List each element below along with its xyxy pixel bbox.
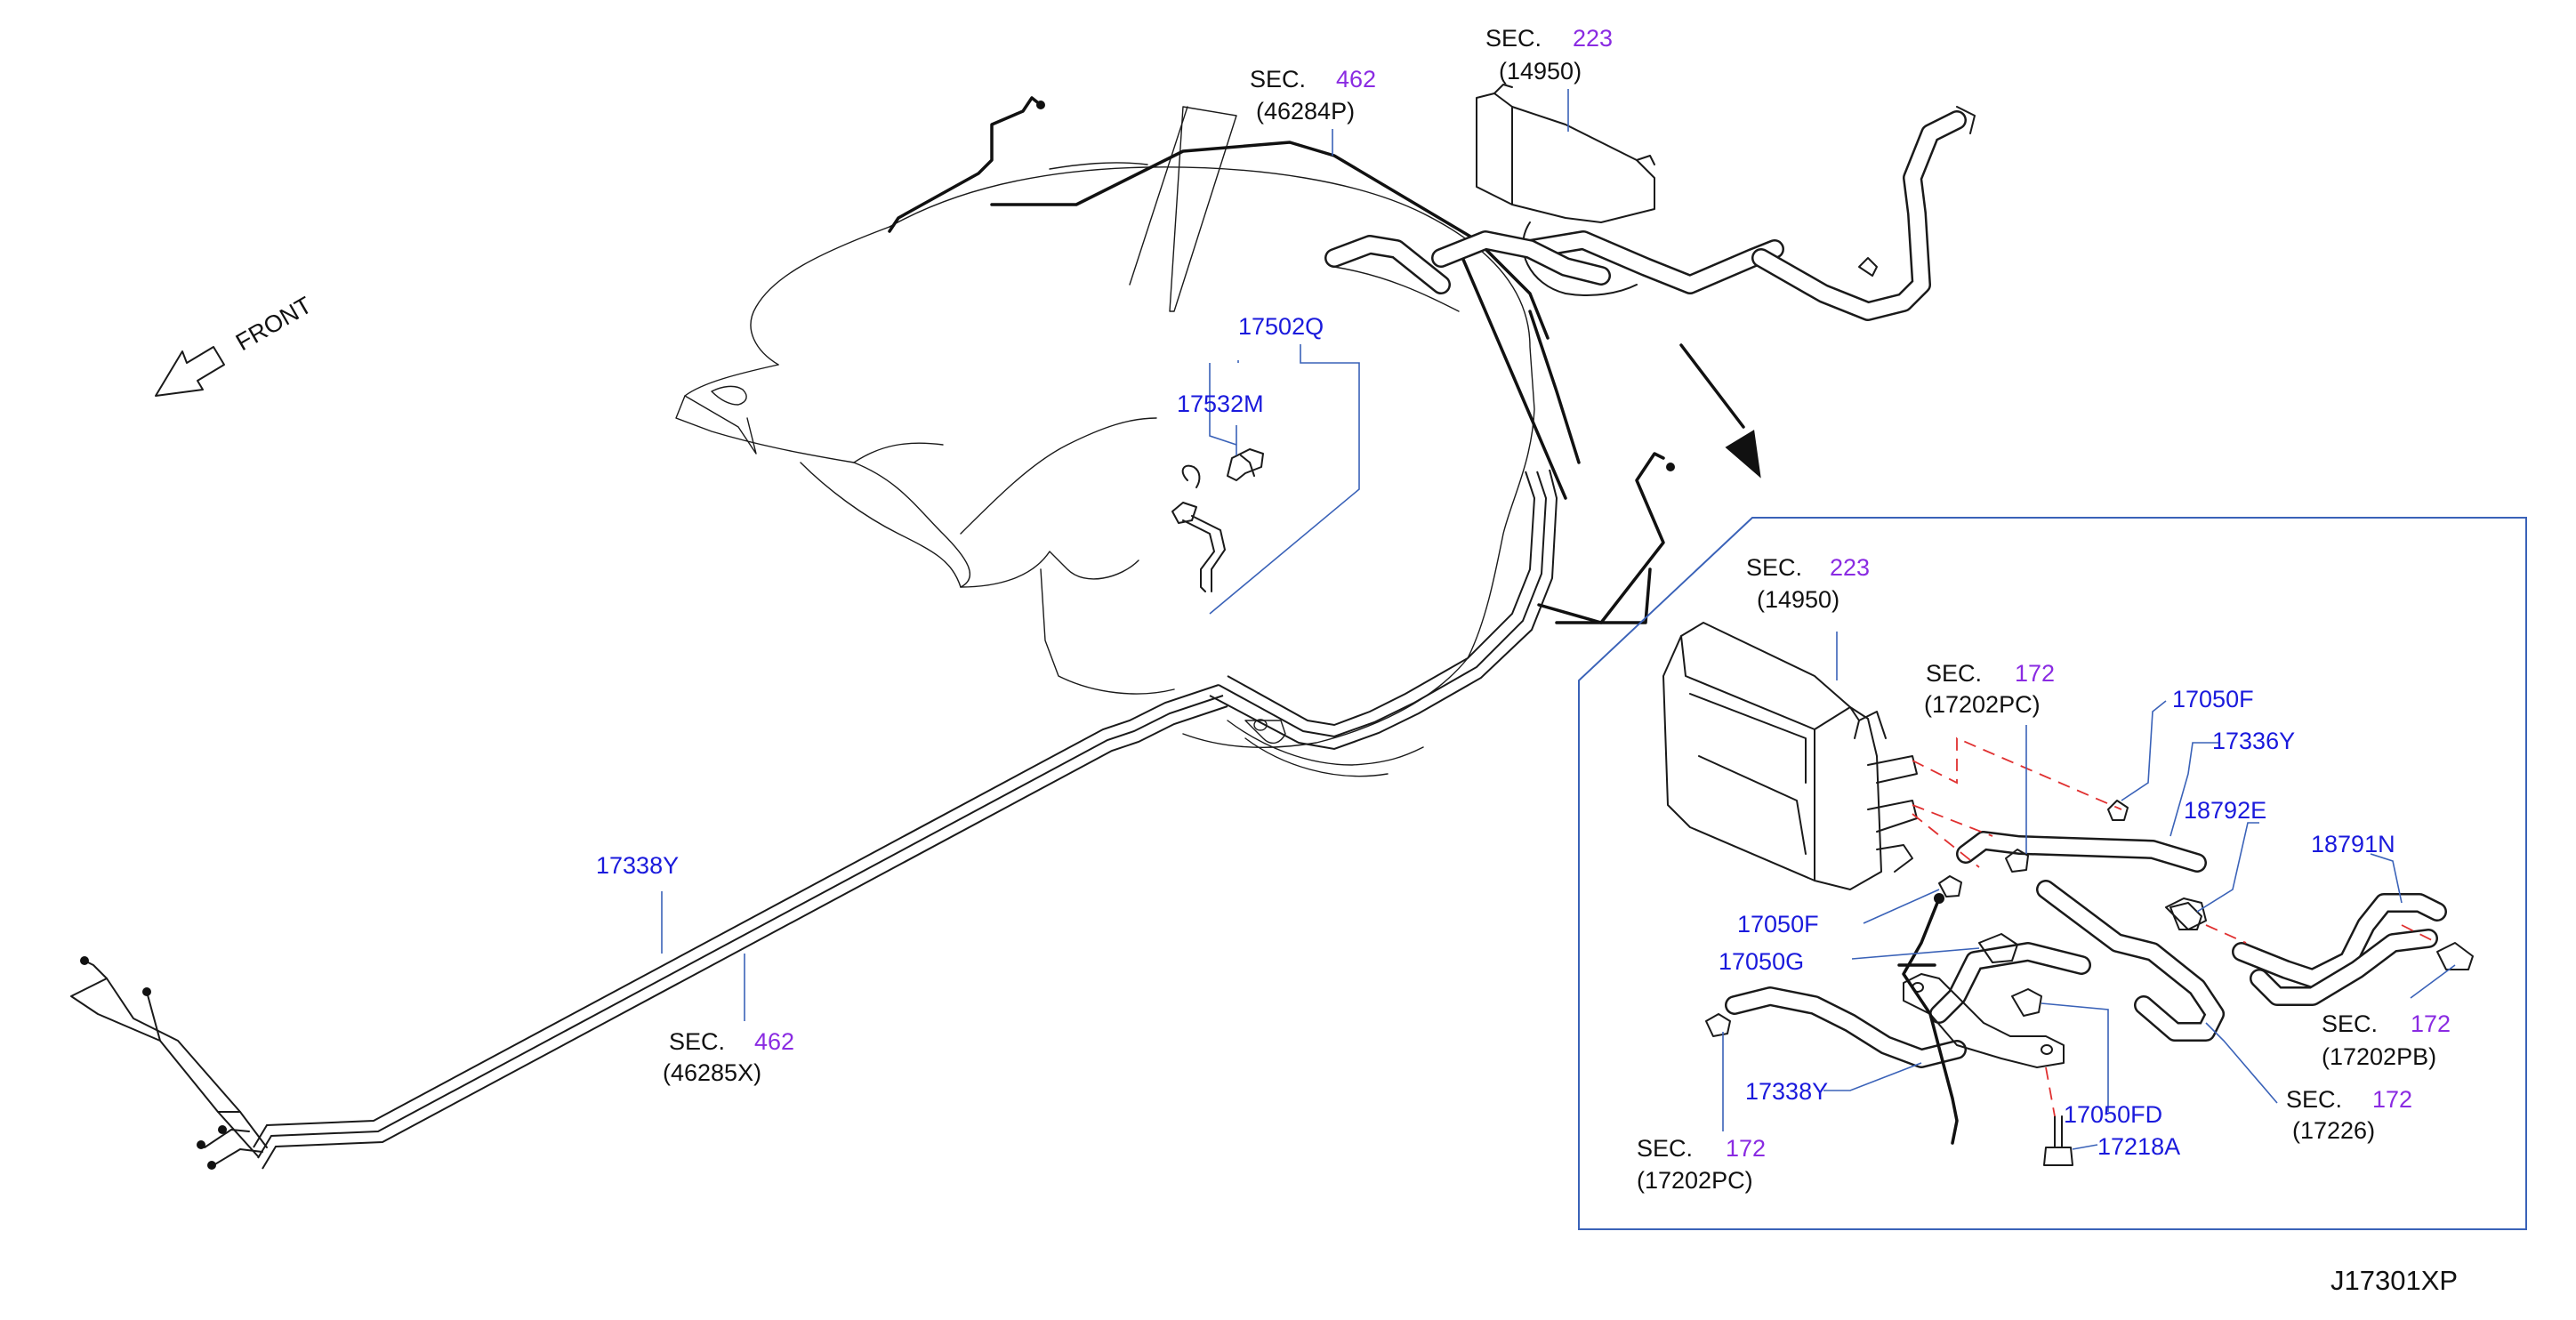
part-code: (17202PC) (1924, 691, 2041, 718)
part-number-17050fd[interactable]: 17050FD (2064, 1101, 2162, 1128)
part-number-17050f[interactable]: 17050F (1737, 911, 1819, 938)
part-number-17532m[interactable]: 17532M (1177, 390, 1264, 417)
detail-label-sec172-pb: SEC. 172 (17202PB) (2322, 1010, 2451, 1070)
connector-18792e (2165, 897, 2207, 930)
part-number-18791n[interactable]: 18791N (2311, 831, 2395, 857)
evap-canister-top (1324, 84, 1976, 321)
clip-17050g (1978, 933, 2018, 963)
engine-body-outline (675, 106, 1535, 777)
part-number-17338y[interactable]: 17338Y (1745, 1078, 1828, 1105)
section-link-462[interactable]: 462 (754, 1028, 794, 1055)
sec-prefix: SEC. (1485, 25, 1542, 52)
connection-lines (1912, 736, 2438, 1117)
part-code: (14950) (1757, 586, 1839, 613)
connector-17502q (1171, 464, 1226, 592)
section-link-172[interactable]: 172 (1726, 1135, 1766, 1162)
part-number-17050f[interactable]: 17050F (2172, 686, 2254, 712)
clamp-17202pb (2436, 942, 2474, 970)
detail-evap-canister (1662, 622, 1918, 890)
section-link-172[interactable]: 172 (2015, 660, 2055, 687)
sec-prefix: SEC. (1250, 66, 1306, 93)
detail-bracket (1897, 893, 2065, 1145)
section-link-462[interactable]: 462 (1336, 66, 1376, 93)
section-link-172[interactable]: 172 (2411, 1010, 2451, 1037)
sec-prefix: SEC. (1746, 554, 1802, 581)
sec-prefix: SEC. (2322, 1010, 2378, 1037)
detail-hoses (1725, 831, 2447, 1068)
leader-lines (661, 89, 2456, 1150)
diagram-code: J17301XP (2330, 1265, 2458, 1296)
label-sec223-top: SEC. 223 (14950) (1485, 25, 1613, 85)
label-sec462-top: SEC. 462 (46284P) (1250, 66, 1376, 125)
clamp-17202pc-bottom (1705, 1013, 1731, 1037)
detail-pointer-arrow (1679, 343, 1761, 479)
part-code: (17202PC) (1637, 1167, 1753, 1194)
sec-prefix: SEC. (1637, 1135, 1693, 1162)
label-sec462-bottom: SEC. 462 (46285X) (663, 1028, 794, 1086)
front-label: FRONT (231, 292, 317, 356)
part-number-18792e[interactable]: 18792E (2184, 797, 2266, 824)
front-direction-arrow: FRONT (155, 292, 317, 397)
section-link-223[interactable]: 223 (1830, 554, 1870, 581)
clip-17532m (1227, 448, 1264, 481)
part-number-17336y[interactable]: 17336Y (2212, 728, 2295, 754)
part-number-17050g[interactable]: 17050G (1719, 948, 1804, 975)
detail-box-frame (1578, 517, 2527, 1230)
part-number-17502q[interactable]: 17502Q (1238, 313, 1324, 340)
section-link-223[interactable]: 223 (1573, 25, 1613, 52)
main-fuel-pipes (70, 469, 1558, 1170)
detail-label-sec172-17226: SEC. 172 (17226) (2286, 1086, 2412, 1144)
part-code: (17226) (2292, 1117, 2375, 1144)
sec-prefix: SEC. (669, 1028, 725, 1055)
clamp-17050f-hose (2005, 849, 2029, 873)
part-code: (46285X) (663, 1059, 761, 1086)
vent-line-upper (888, 96, 1675, 624)
clamp-17050f-top (2107, 800, 2129, 821)
section-link-172[interactable]: 172 (2372, 1086, 2412, 1113)
part-number-17338y[interactable]: 17338Y (596, 852, 679, 879)
clamp-17050f-mid (1938, 875, 1962, 897)
detail-label-sec172-pc-top: SEC. 172 (17202PC) (1924, 660, 2055, 718)
detail-label-sec223: SEC. 223 (14950) (1746, 554, 1870, 613)
sec-prefix: SEC. (2286, 1086, 2342, 1113)
bolt-17218a (2043, 1115, 2073, 1166)
part-code: (14950) (1499, 58, 1582, 85)
part-code: (46284P) (1256, 98, 1355, 125)
part-number-17218a[interactable]: 17218A (2097, 1133, 2180, 1160)
part-code: (17202PB) (2322, 1043, 2436, 1070)
sec-prefix: SEC. (1926, 660, 1982, 687)
detail-label-sec172-pc-bottom: SEC. 172 (17202PC) (1637, 1135, 1766, 1194)
clip-17050fd (2011, 988, 2042, 1017)
